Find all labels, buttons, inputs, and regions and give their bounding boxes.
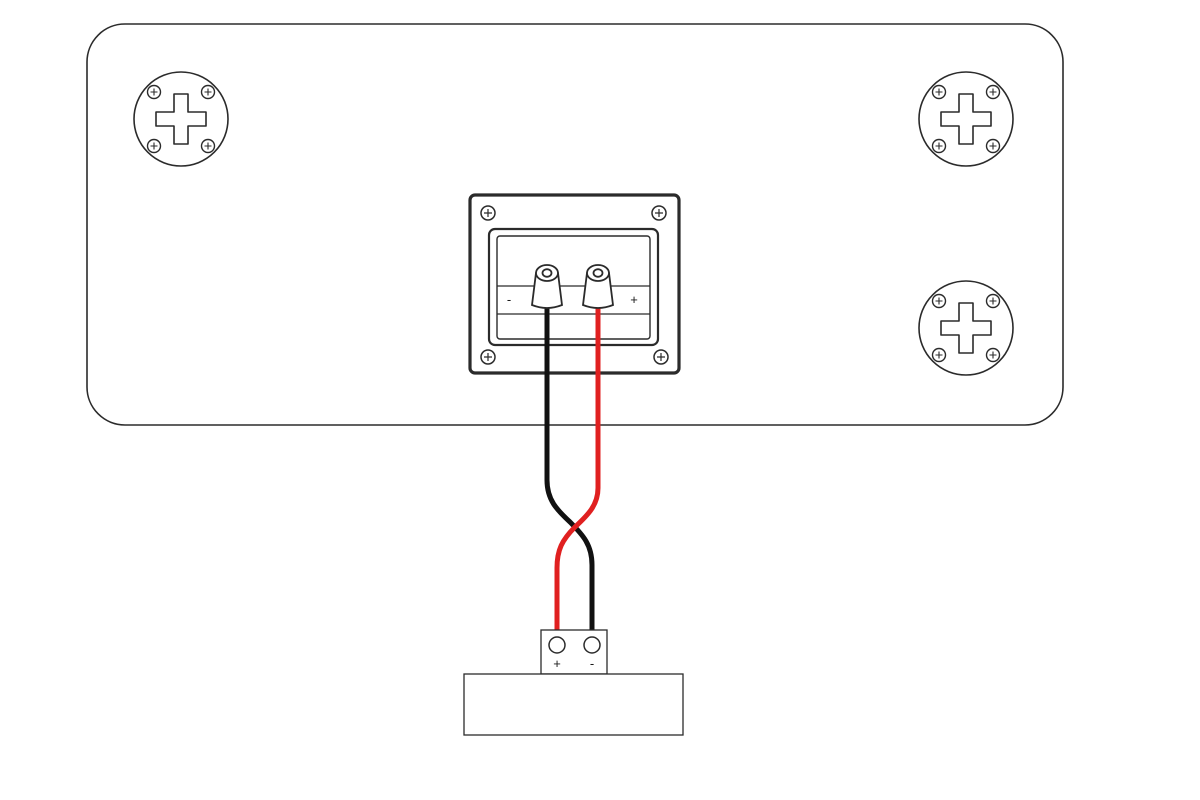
keyhole-mount-icon	[918, 71, 1014, 167]
binding-post-icon	[582, 264, 614, 309]
speaker-positive-label: +	[630, 292, 638, 307]
keyhole-mount-icon	[918, 280, 1014, 376]
amplifier-positive-label: +	[553, 656, 561, 671]
positive-wire	[554, 303, 601, 648]
keyhole-mount-icon	[133, 71, 229, 167]
amplifier-negative-terminal	[583, 636, 601, 654]
amplifier-negative-label: -	[590, 656, 594, 671]
negative-wire	[544, 303, 595, 648]
cross-screw-icon	[480, 349, 496, 365]
speaker-negative-label: -	[507, 292, 511, 307]
cross-screw-icon	[651, 205, 667, 221]
amplifier-box	[463, 673, 684, 736]
terminal-plate: - +	[468, 193, 681, 375]
amplifier-positive-terminal	[548, 636, 566, 654]
cross-screw-icon	[653, 349, 669, 365]
binding-post-icon	[531, 264, 563, 309]
amplifier-terminal-block: + -	[540, 629, 608, 675]
cross-screw-icon	[480, 205, 496, 221]
